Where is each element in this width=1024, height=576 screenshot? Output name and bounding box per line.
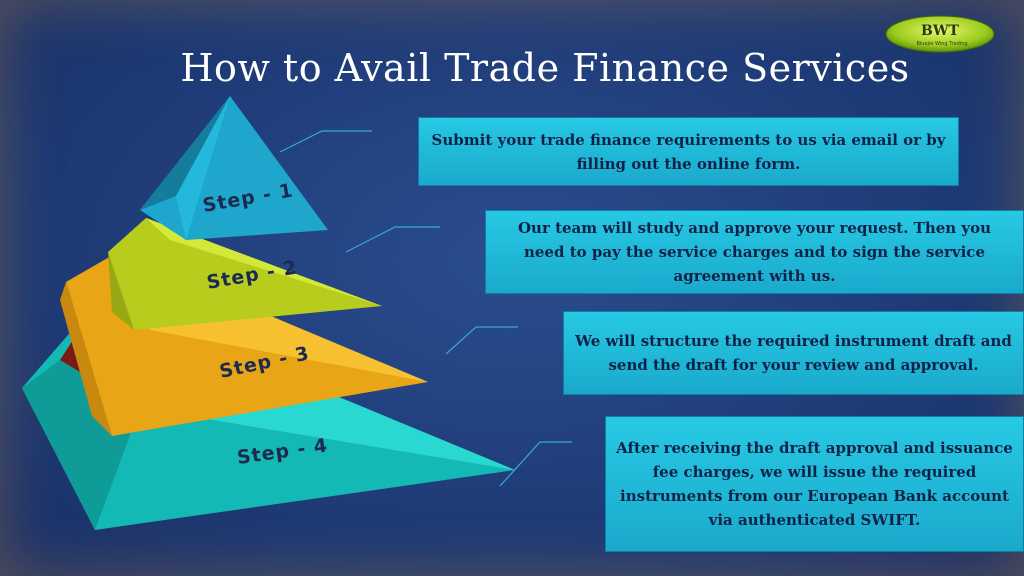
pyramid-tier-1 — [140, 96, 328, 240]
pyramid-tier-2 — [108, 218, 382, 330]
step-1-text: Submit your trade finance requirements t… — [431, 130, 946, 173]
connector-step-3 — [445, 326, 518, 355]
logo-mark: BWT — [921, 23, 960, 39]
page-title: How to Avail Trade Finance Services — [180, 46, 910, 90]
connector-step-1 — [279, 130, 372, 153]
connector-step-4 — [499, 441, 572, 487]
connector-lines — [279, 130, 572, 487]
step-4-text: After receiving the draft approval and i… — [616, 439, 1013, 529]
step-3-description: We will structure the required instrumen… — [563, 311, 1024, 395]
step-2-text: Our team will study and approve your req… — [517, 219, 992, 285]
bwt-logo: BWT Bluejie Wing Trading — [884, 14, 996, 54]
step-2-description: Our team will study and approve your req… — [485, 210, 1024, 294]
step-1-description: Submit your trade finance requirements t… — [418, 117, 959, 186]
step-3-text: We will structure the required instrumen… — [575, 332, 1012, 374]
step-4-description: After receiving the draft approval and i… — [605, 416, 1024, 552]
logo-tagline: Bluejie Wing Trading — [916, 41, 967, 47]
pyramid-diagram: Step - 1 Step - 2 Step - 3 Step - 4 — [22, 96, 572, 530]
connector-step-2 — [345, 226, 440, 253]
